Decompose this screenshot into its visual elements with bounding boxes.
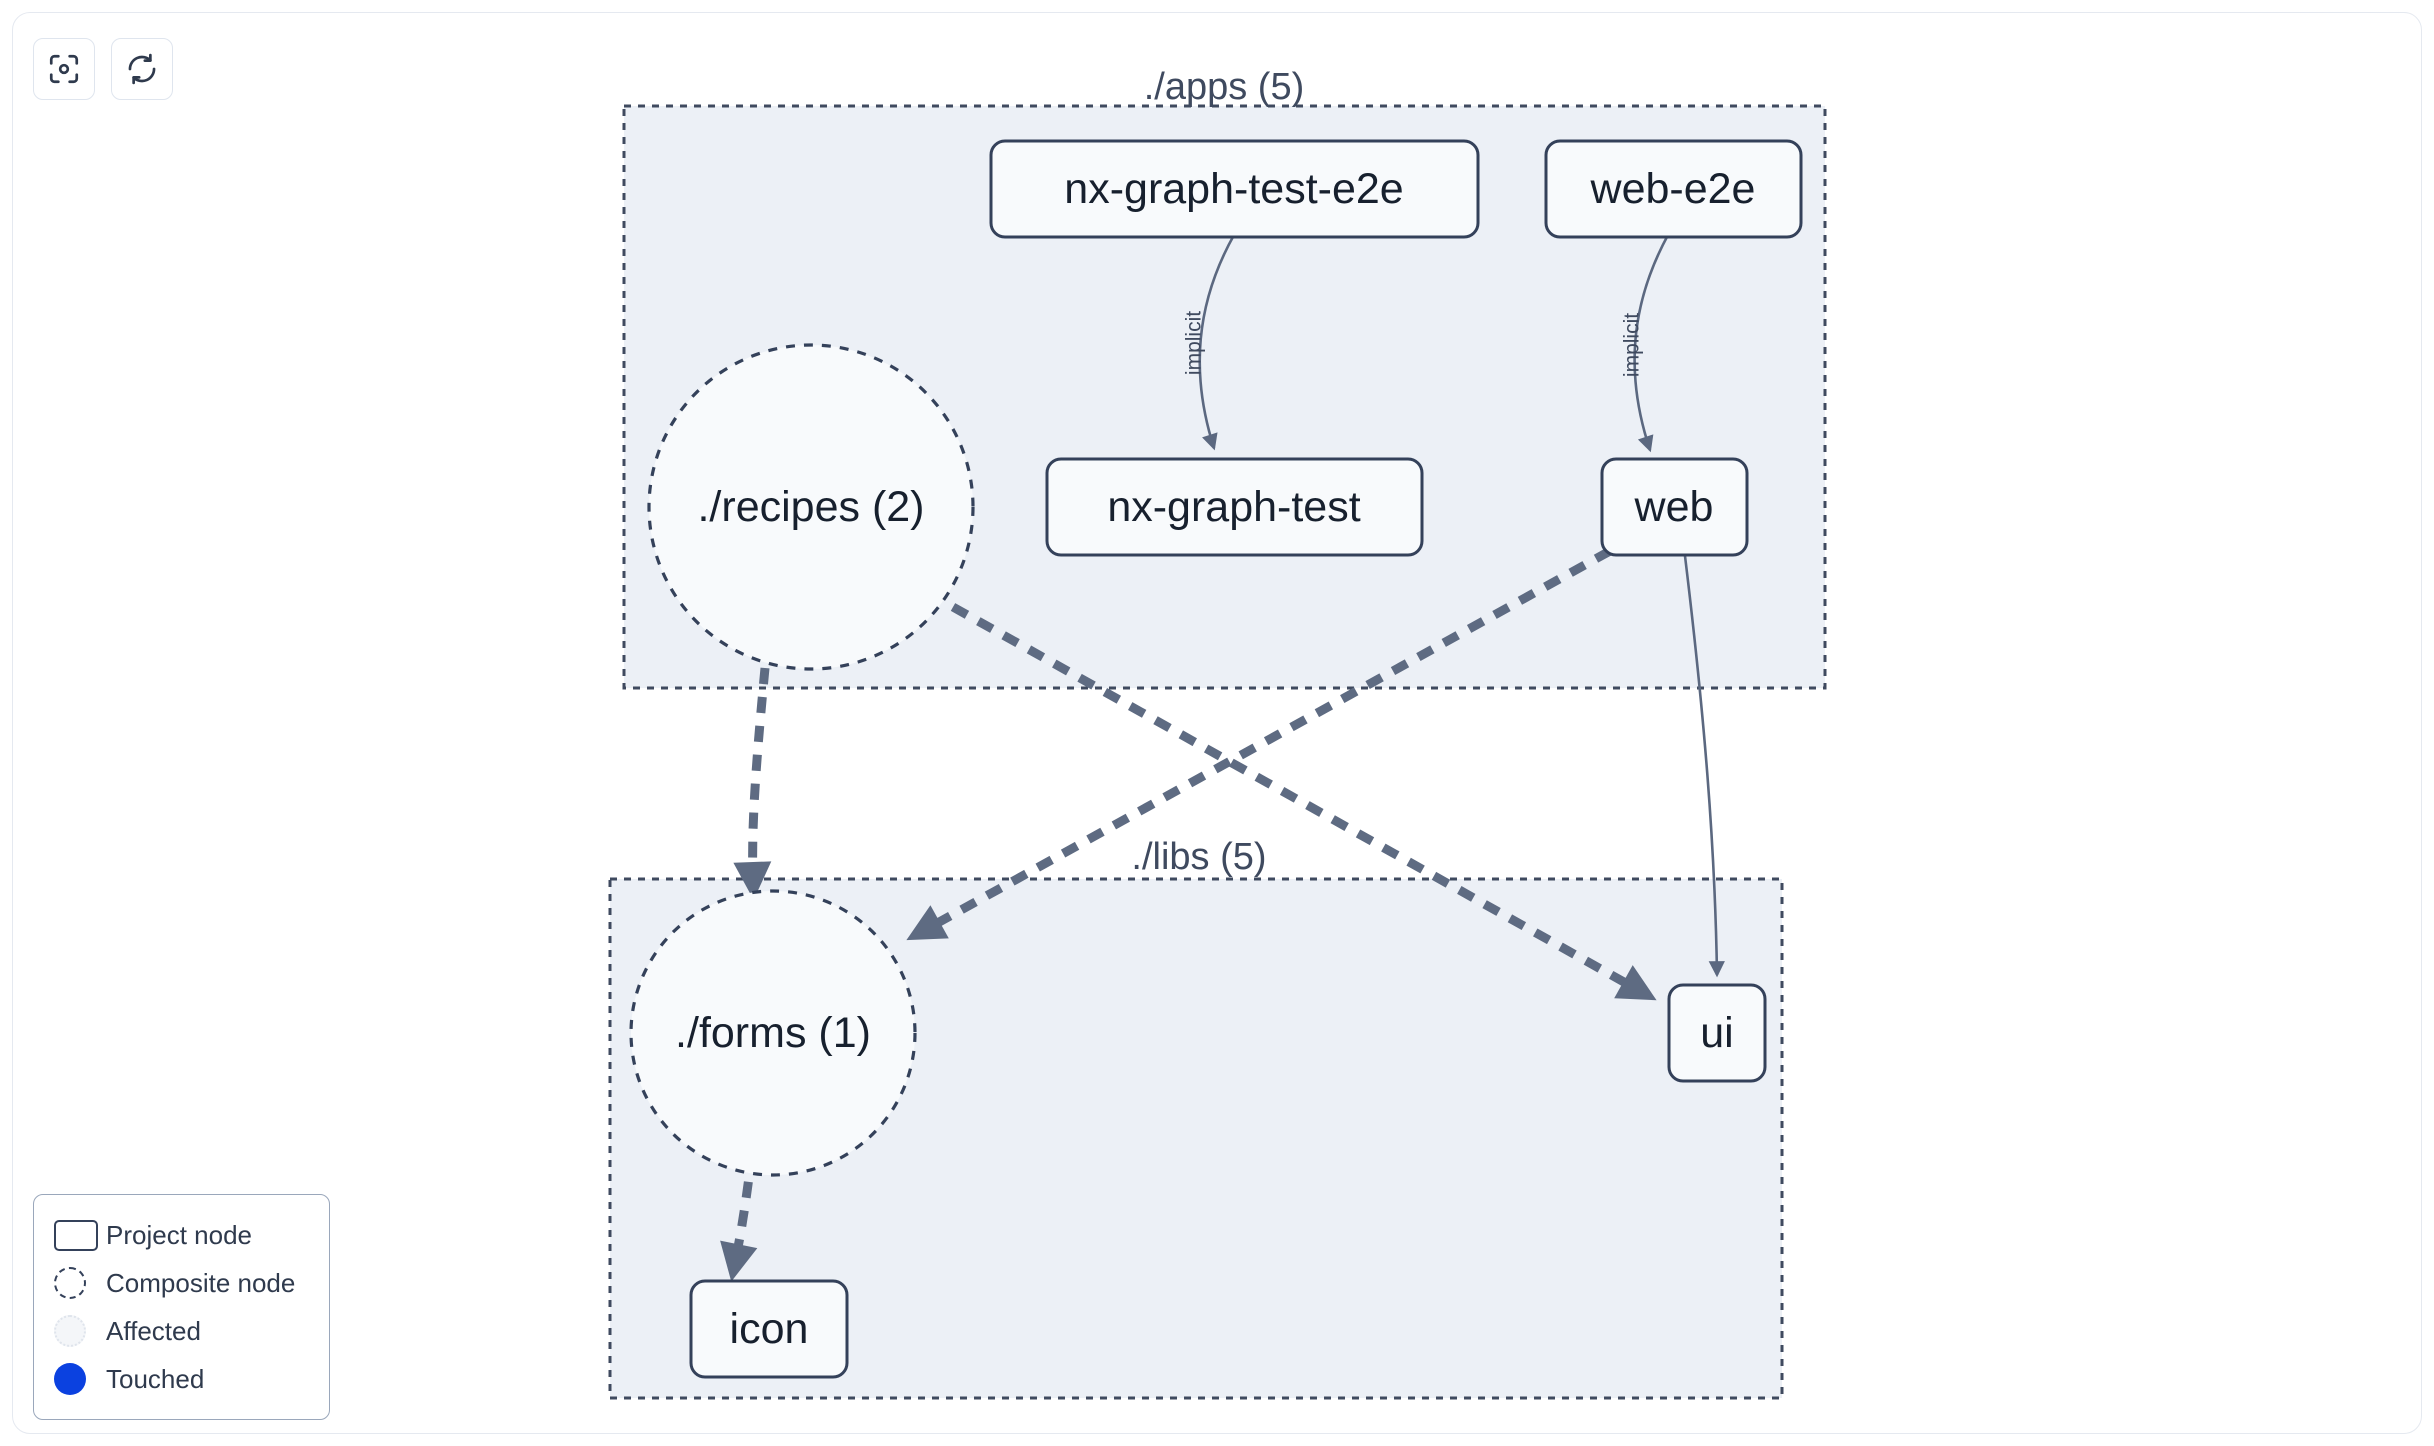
legend-label: Project node [106,1219,252,1250]
legend-item-composite-node: Composite node [54,1259,311,1307]
node-label: icon [730,1305,809,1353]
graph-legend: Project node Composite node Affected Tou… [33,1194,330,1420]
node-rect [689,1279,849,1379]
edge-path [733,667,772,900]
node-nx-graph-test[interactable]: nx-graph-test [1045,457,1424,557]
edge-label: implicit [1183,311,1206,375]
node-icon[interactable]: icon [689,1279,849,1379]
legend-item-project-node: Project node [54,1211,311,1259]
graph-canvas-card: ./apps (5) ./libs (5) implicit implicit [12,12,2422,1434]
legend-item-touched: Touched [54,1355,311,1403]
node-web[interactable]: web [1600,457,1749,557]
edge-nx-graph-test-e2e-to-nx-graph-test[interactable]: implicit [1183,234,1236,451]
edge-web-to-ui[interactable] [1683,555,1725,978]
node-circle [647,343,975,671]
legend-label: Affected [106,1315,201,1346]
node-rect [1544,139,1803,239]
node-nx-graph-test-e2e[interactable]: nx-graph-test-e2e [989,139,1480,239]
group-libs-label: ./libs (5) [1131,836,1266,878]
edge-web-to-forms[interactable] [906,547,1613,941]
node-circle [629,889,917,1177]
focus-target-icon [47,52,81,86]
node-rect [989,139,1480,239]
affected-swatch [54,1315,106,1347]
refresh-icon [125,52,159,86]
node-forms-composite[interactable]: ./forms (1) [629,889,917,1177]
legend-label: Composite node [106,1267,296,1298]
edge-path [1683,555,1725,978]
node-rect [1667,983,1767,1083]
project-node-swatch [54,1219,106,1251]
edge-recipes-to-forms[interactable] [733,667,772,900]
legend-item-affected: Affected [54,1307,311,1355]
node-web-e2e[interactable]: web-e2e [1544,139,1803,239]
node-label: ./recipes (2) [697,483,924,531]
node-recipes-composite[interactable]: ./recipes (2) [647,343,975,671]
edge-path [950,603,1657,1001]
edge-recipes-to-ui[interactable] [950,603,1657,1001]
node-rect [1600,457,1749,557]
node-ui[interactable]: ui [1667,983,1767,1083]
edge-path [906,547,1613,941]
edge-label: implicit [1621,313,1644,377]
node-rect [1045,457,1424,557]
node-label: web [1634,483,1714,531]
refresh-graph-button[interactable] [111,38,173,100]
graph-toolbar [33,38,173,100]
node-label: web-e2e [1590,165,1756,213]
node-label: ui [1700,1009,1733,1057]
edge-path [1633,234,1670,453]
composite-node-swatch [54,1267,106,1299]
node-label: nx-graph-test [1107,483,1360,531]
focus-graph-button[interactable] [33,38,95,100]
dependency-graph[interactable]: ./apps (5) ./libs (5) implicit implicit [13,13,2422,1434]
edge-path [1198,234,1236,451]
edge-web-e2e-to-web[interactable]: implicit [1621,234,1670,453]
group-apps-label: ./apps (5) [1144,66,1305,108]
legend-label: Touched [106,1363,205,1394]
node-label: nx-graph-test-e2e [1064,165,1403,213]
touched-swatch [54,1363,106,1395]
node-label: ./forms (1) [675,1009,871,1057]
